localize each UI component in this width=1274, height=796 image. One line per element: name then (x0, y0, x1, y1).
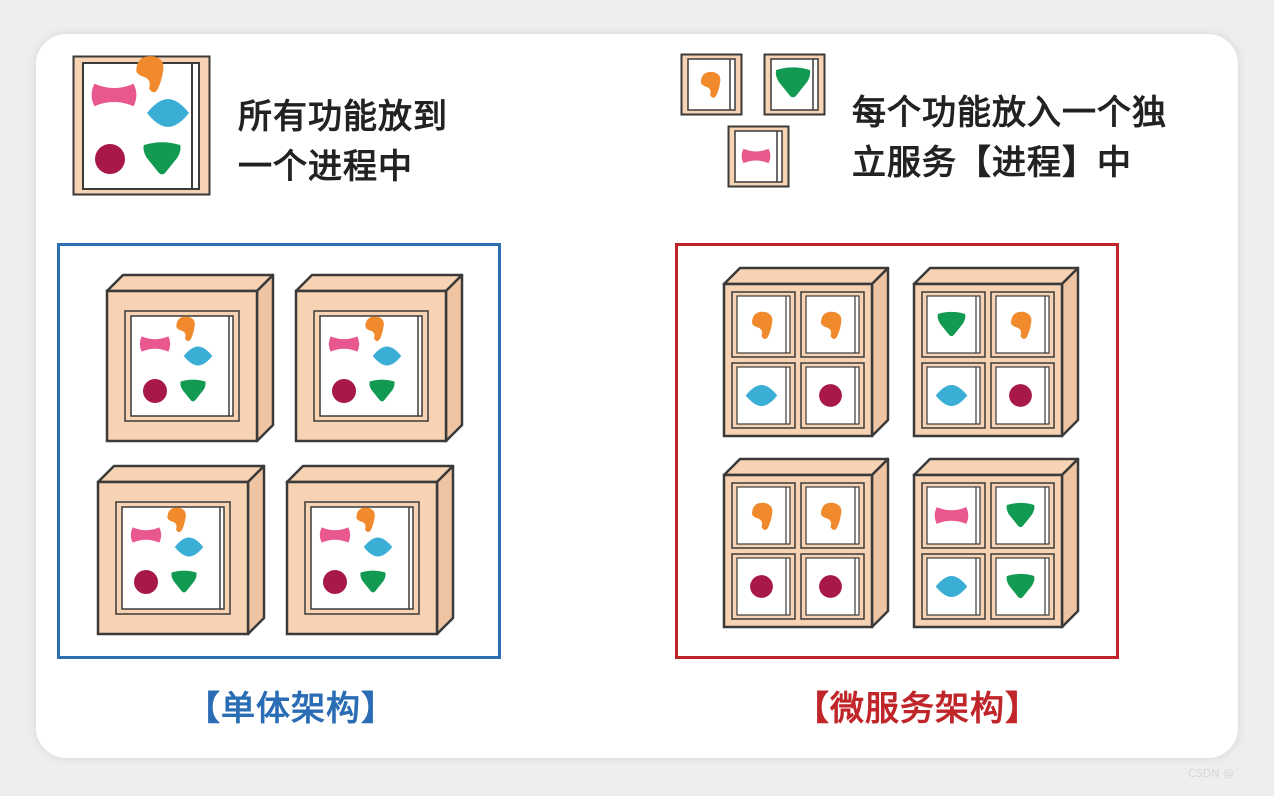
blue-lens-shape (363, 537, 393, 557)
blue-lens-shape (935, 385, 968, 406)
orange-blob-shape (1010, 311, 1032, 339)
blue-lens-shape (183, 346, 213, 366)
green-triangle-shape (937, 311, 966, 337)
blue-lens-shape (372, 346, 402, 366)
crimson-circle-shape (332, 379, 356, 403)
box-top-face (96, 464, 266, 484)
microservice-server-box (912, 457, 1080, 629)
green-triangle-shape (143, 142, 181, 175)
pink-bow-shape (91, 83, 137, 107)
box-side-face (870, 457, 890, 629)
microservice-legend-icon-green (763, 53, 826, 116)
watermark: CSDN @ (1188, 767, 1234, 780)
microservice-server-box (912, 266, 1080, 438)
microservice-legend-icon-pink (727, 125, 790, 188)
orange-blob-shape (176, 316, 195, 342)
pink-bow-shape (139, 336, 171, 352)
crimson-circle-shape (1009, 384, 1032, 407)
box-side-face (1060, 266, 1080, 438)
crimson-circle-shape (750, 575, 773, 598)
blue-lens-shape (174, 537, 204, 557)
green-triangle-shape (171, 570, 197, 593)
blue-lens-shape (147, 99, 189, 127)
blue-lens-shape (935, 576, 968, 597)
crimson-circle-shape (143, 379, 167, 403)
pink-bow-shape (328, 336, 360, 352)
microservice-description-line-2: 立服务【进程】中 (852, 143, 1132, 183)
orange-blob-shape (356, 507, 375, 533)
box-side-face (444, 273, 464, 443)
orange-blob-shape (365, 316, 384, 342)
box-top-face (722, 266, 890, 286)
microservice-frame (675, 243, 1119, 659)
monolith-legend-icon (72, 55, 211, 196)
pink-bow-shape (319, 527, 351, 543)
microservice-description: 每个功能放入一个独 立服务【进程】中 (852, 88, 1167, 188)
orange-blob-shape (820, 502, 842, 530)
monolith-frame (57, 243, 501, 659)
blue-lens-shape (745, 385, 778, 406)
pink-bow-shape (934, 507, 969, 524)
green-triangle-shape (360, 570, 386, 593)
green-triangle-shape (1006, 502, 1035, 528)
crimson-circle-shape (819, 575, 842, 598)
monolith-server-box (96, 464, 266, 636)
orange-blob-shape (820, 311, 842, 339)
monolith-description: 所有功能放到 一个进程中 (238, 92, 448, 192)
green-triangle-shape (369, 379, 395, 402)
orange-blob-shape (136, 56, 164, 93)
box-side-face (435, 464, 455, 636)
crimson-circle-shape (323, 570, 347, 594)
orange-blob-shape (751, 311, 773, 339)
microservice-legend-icon-orange (680, 53, 743, 116)
box-top-face (912, 266, 1080, 286)
pink-bow-shape (130, 527, 162, 543)
monolith-server-box (285, 464, 455, 636)
crimson-circle-shape (95, 144, 125, 174)
green-triangle-shape (180, 379, 206, 402)
monolith-server-box (294, 273, 464, 443)
box-side-face (870, 266, 890, 438)
monolith-server-box (105, 273, 275, 443)
green-triangle-shape (1006, 573, 1035, 599)
box-top-face (722, 457, 890, 477)
box-top-face (912, 457, 1080, 477)
monolith-caption: 【单体架构】 (186, 689, 396, 729)
microservice-server-box (722, 266, 890, 438)
box-top-face (105, 273, 275, 293)
monolith-description-line-2: 一个进程中 (238, 147, 413, 187)
crimson-circle-shape (819, 384, 842, 407)
orange-blob-shape (751, 502, 773, 530)
box-side-face (246, 464, 266, 636)
monolith-description-line-1: 所有功能放到 (238, 97, 448, 137)
microservice-server-box (722, 457, 890, 629)
crimson-circle-shape (134, 570, 158, 594)
orange-blob-shape (167, 507, 186, 533)
box-top-face (294, 273, 464, 293)
microservice-description-line-1: 每个功能放入一个独 (852, 93, 1167, 133)
box-top-face (285, 464, 455, 484)
microservice-caption: 【微服务架构】 (795, 689, 1040, 729)
box-side-face (1060, 457, 1080, 629)
box-side-face (255, 273, 275, 443)
